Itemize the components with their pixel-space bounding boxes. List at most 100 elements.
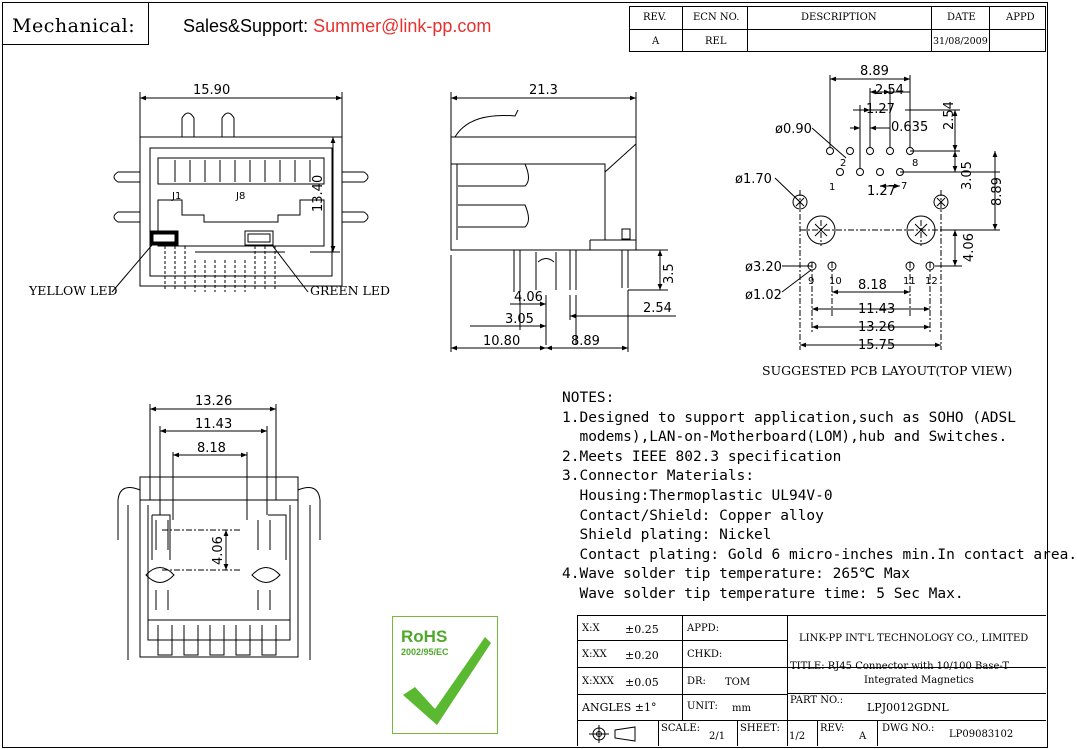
rev-value: A <box>652 36 660 47</box>
pin-10-label: 10 <box>829 276 842 287</box>
part-no-value: LPJ0012GDNL <box>867 701 949 714</box>
title-line-1: TITLE: RJ45 Connector with 10/100 Base-T <box>790 661 1010 672</box>
title-block: X:X ±0.25 X:XX ±0.20 X:XXX ±0.05 ANGLES … <box>577 615 1046 746</box>
side-dim-305: 3.05 <box>505 312 534 327</box>
pin-9-label: 9 <box>808 276 814 287</box>
pcb-d1143: 11.43 <box>858 302 895 317</box>
note-line: Contact plating: Gold 6 micro-inches min… <box>562 546 1077 563</box>
tol-xxx-label: X:XXX <box>582 676 614 687</box>
support-label: Sales&Support: <box>183 16 309 36</box>
bottom-view <box>117 404 321 660</box>
pin-8-label: 8 <box>912 158 918 169</box>
pcb-hole-102: ø1.02 <box>745 288 782 303</box>
side-view <box>450 92 676 352</box>
appd-label: APPD: <box>687 623 720 634</box>
dr-label: DR: <box>687 676 706 687</box>
side-length-dim: 21.3 <box>529 83 558 98</box>
pcb-d254-top: 2.54 <box>875 83 904 98</box>
note-line: Shield plating: Nickel <box>562 527 772 544</box>
scale-label: SCALE: <box>661 723 701 734</box>
company-name: LINK-PP INT'L TECHNOLOGY CO., LIMITED <box>799 633 1029 644</box>
pcb-caption: SUGGESTED PCB LAYOUT(TOP VIEW) <box>762 363 1013 378</box>
pin-1-label: 1 <box>829 182 835 193</box>
pcb-d889-right: 8.89 <box>990 177 1005 206</box>
pcb-d406: 4.06 <box>962 233 977 262</box>
note-line: 3.Connector Materials: <box>562 468 755 485</box>
pcb-hole-320: ø3.20 <box>745 260 782 275</box>
green-led-label: GREEN LED <box>310 283 391 298</box>
title-line-2: Integrated Magnetics <box>864 675 974 686</box>
front-view <box>111 92 369 293</box>
mechanical-drawing: 15.90 13.40 21.3 3.5 4.06 3.05 2.54 10.8… <box>111 64 1005 660</box>
note-line: 2.Meets IEEE 802.3 specification <box>562 448 842 465</box>
bottom-d1143: 11.43 <box>195 417 232 432</box>
dr-value: TOM <box>725 677 751 688</box>
note-line: 4.Wave solder tip temperature: 265℃ Max <box>562 566 911 583</box>
pin-2-label: 2 <box>840 158 846 169</box>
drawing-border <box>2 2 1048 748</box>
tol-xx-label: X:XX <box>582 649 607 660</box>
angles-label: ANGLES ±1° <box>582 701 657 714</box>
unit-label: UNIT: <box>687 701 718 712</box>
side-dim-254: 2.54 <box>643 301 672 316</box>
ecn-header: ECN NO. <box>693 12 740 23</box>
pcb-layout <box>774 75 1000 350</box>
note-line: modems),LAN-on-Motherboard(LOM),hub and … <box>562 429 1008 446</box>
pcb-d1575: 15.75 <box>858 338 895 353</box>
pcb-d0635: 0.635 <box>891 120 928 135</box>
rev-label: REV: <box>820 723 845 734</box>
part-no-label: PART NO.: <box>790 695 844 706</box>
tol-x-value: ±0.25 <box>625 623 659 636</box>
pcb-hole-090: ø0.90 <box>775 122 812 137</box>
support-email[interactable]: Summer@link-pp.com <box>313 16 492 36</box>
notes-heading: NOTES: <box>562 390 615 406</box>
front-j1-label: J1 <box>171 191 181 202</box>
pcb-d1326: 13.26 <box>858 320 895 335</box>
pcb-d254-vert: 2.54 <box>942 101 957 130</box>
rohs-title: RoHS <box>401 627 448 646</box>
pcb-hole-170: ø1.70 <box>735 172 772 187</box>
rev-value: A <box>859 731 867 742</box>
unit-value: mm <box>732 703 751 714</box>
mechanical-label: Mechanical: <box>12 15 136 37</box>
chkd-label: CHKD: <box>687 649 723 660</box>
scale-value: 2/1 <box>709 731 726 742</box>
date-header: DATE <box>947 12 976 23</box>
tol-xxx-value: ±0.05 <box>625 676 659 689</box>
yellow-led-label: YELLOW LED <box>29 283 118 298</box>
pin-7-label: 7 <box>901 181 907 192</box>
mechanical-label-box <box>2 2 149 45</box>
appd-header: APPD <box>1006 12 1035 23</box>
tol-x-label: X:X <box>582 623 600 634</box>
pin-11-label: 11 <box>903 276 916 287</box>
pcb-d818: 8.18 <box>858 278 887 293</box>
bottom-d1326: 13.26 <box>195 394 232 409</box>
side-pin-height-dim: 3.5 <box>662 263 677 284</box>
bottom-d818: 8.18 <box>197 441 226 456</box>
notes-block: NOTES: 1.Designed to support application,… <box>562 389 1077 605</box>
side-dim-1080: 10.80 <box>483 334 520 349</box>
note-line: 1.Designed to support application,such a… <box>562 409 1016 426</box>
pcb-d305: 3.05 <box>960 161 975 190</box>
projection-symbol-icon <box>587 725 651 743</box>
note-line: Housing:Thermoplastic UL94V-0 <box>562 487 833 504</box>
rohs-logo: RoHS 2002/95/EC <box>392 616 498 734</box>
front-width-dim: 15.90 <box>193 83 230 98</box>
support-line: Sales&Support: Summer@link-pp.com <box>183 16 491 37</box>
side-dim-889: 8.89 <box>571 334 600 349</box>
pcb-d127-top: 1.27 <box>866 102 895 117</box>
note-line: Contact/Shield: Copper alloy <box>562 507 824 524</box>
description-header: DESCRIPTION <box>801 12 877 23</box>
rev-header: REV. <box>643 12 667 23</box>
front-height-dim: 13.40 <box>311 175 326 212</box>
dwg-label: DWG NO.: <box>882 723 935 734</box>
sheet-label: SHEET: <box>740 723 780 734</box>
front-j8-label: J8 <box>235 191 245 202</box>
pcb-d889-top: 8.89 <box>860 64 889 79</box>
sheet-value: 1/2 <box>789 731 806 742</box>
side-dim-406: 4.06 <box>514 290 543 305</box>
rohs-subtitle: 2002/95/EC <box>401 647 449 657</box>
ecn-value: REL <box>705 36 727 47</box>
date-value: 31/08/2009 <box>933 36 988 47</box>
pin-12-label: 12 <box>925 276 938 287</box>
